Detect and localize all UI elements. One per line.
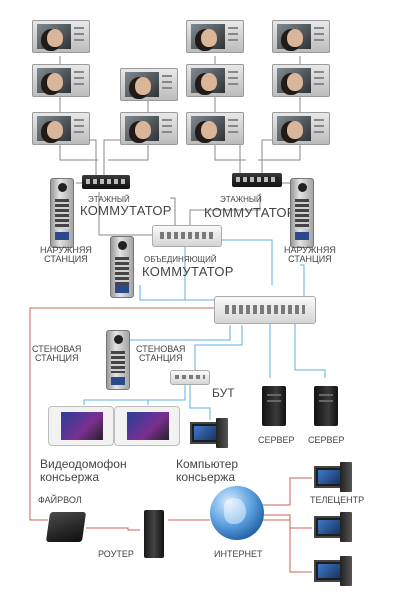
indoor-monitor: [32, 64, 90, 97]
indoor-monitor: [186, 20, 244, 53]
telecenter-label: ТЕЛЕЦЕНТР: [310, 496, 364, 505]
indoor-monitor: [32, 112, 90, 145]
indoor-monitor: [272, 20, 330, 53]
indoor-monitor: [272, 112, 330, 145]
indoor-monitor: [120, 112, 178, 145]
wall-station: [106, 330, 130, 390]
indoor-monitor: [186, 64, 244, 97]
core-switch: [214, 296, 316, 324]
internet-label: ИНТЕРНЕТ: [214, 550, 262, 559]
floor-switch-left: [82, 175, 130, 189]
server: [314, 386, 338, 426]
but-switch: [170, 370, 210, 385]
floor-switch-right-label: ЭТАЖНЫЙ: [220, 196, 262, 204]
indoor-monitor: [32, 20, 90, 53]
server-label-1: СЕРВЕР: [258, 436, 295, 445]
outdoor-station-center: [110, 236, 134, 298]
aggregating-switch: [152, 225, 222, 247]
server-label-2: СЕРВЕР: [308, 436, 345, 445]
indoor-monitor: [120, 68, 178, 101]
firewall-label: ФАЙРВОЛ: [38, 496, 82, 505]
floor-switch-left-label-2: КОММУТАТОР: [80, 204, 172, 218]
indoor-monitor: [272, 64, 330, 97]
router-device: [144, 510, 164, 558]
server: [262, 386, 286, 426]
indoor-monitor: [186, 112, 244, 145]
concierge-intercom: [114, 406, 180, 446]
outdoor-station-left: [50, 178, 74, 248]
but-label: БУТ: [212, 387, 235, 400]
outdoor-station-right: [290, 178, 314, 248]
internet-globe-icon: [210, 486, 264, 540]
floor-switch-right-label-2: КОММУТАТОР: [204, 206, 296, 220]
floor-switch-right: [232, 173, 282, 187]
firewall-device: [46, 512, 86, 542]
concierge-intercom: [48, 406, 114, 446]
router-label: РОУТЕР: [98, 550, 134, 559]
aggregating-switch-label-2: КОММУТАТОР: [142, 265, 234, 279]
